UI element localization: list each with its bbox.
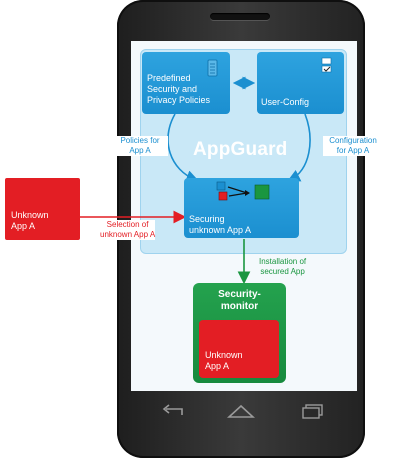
security-monitor-label: Security- monitor xyxy=(218,289,261,312)
phone-speaker xyxy=(210,13,270,20)
transform-icon xyxy=(216,181,270,201)
configuration-label: Configuration for App A xyxy=(323,136,383,156)
back-icon[interactable] xyxy=(160,403,186,419)
unknown-app-inside: Unknown App A xyxy=(199,320,279,378)
installation-label: Installation of secured App xyxy=(259,257,307,276)
predefined-policies-label: Predefined Security and Privacy Policies xyxy=(147,73,211,105)
securing-box: Securing unknown App A xyxy=(184,178,299,238)
recent-apps-icon[interactable] xyxy=(301,403,325,419)
policies-arrow xyxy=(167,113,199,183)
home-icon[interactable] xyxy=(226,403,256,419)
securing-label: Securing unknown App A xyxy=(189,214,252,235)
appguard-title: AppGuard xyxy=(193,139,288,160)
checklist-icon xyxy=(321,57,332,73)
document-stack-icon xyxy=(207,59,218,77)
user-config-label: User-Config xyxy=(261,97,310,107)
unknown-app-outside: Unknown App A xyxy=(5,178,80,240)
unknown-app-inside-label: Unknown App A xyxy=(205,350,243,371)
policies-label: Policies for App A xyxy=(112,136,168,156)
selection-label: Selection of unknown App A xyxy=(100,220,156,240)
unknown-app-outside-label: Unknown App A xyxy=(11,210,49,231)
configuration-arrow xyxy=(287,113,311,182)
